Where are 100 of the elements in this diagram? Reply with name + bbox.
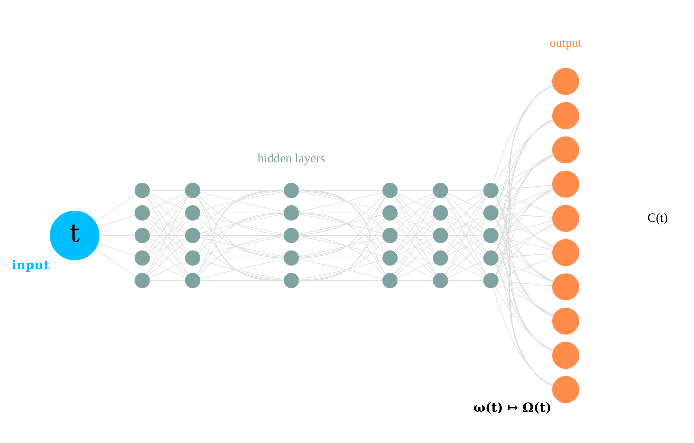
connector	[200, 234, 284, 236]
connector	[496, 218, 554, 282]
node-circle	[284, 250, 300, 266]
connector	[148, 216, 188, 254]
connector	[495, 196, 554, 318]
connector	[498, 184, 553, 190]
label: hidden layers	[258, 150, 326, 165]
node-circle	[552, 273, 580, 300]
connector	[149, 260, 186, 278]
connector	[397, 257, 434, 258]
connector	[149, 280, 186, 281]
node-circle	[284, 228, 300, 243]
connector	[149, 257, 186, 258]
connector	[149, 234, 186, 236]
node-circle	[284, 205, 300, 220]
connector	[200, 280, 284, 281]
connector	[495, 188, 554, 252]
connector	[495, 263, 554, 386]
node-circle: t	[50, 210, 100, 260]
node-label: input	[12, 256, 50, 272]
connector	[396, 192, 434, 210]
connector	[197, 190, 284, 252]
connector	[396, 216, 436, 254]
node-circle	[433, 272, 448, 288]
connector	[495, 154, 554, 230]
node-circle	[134, 250, 150, 266]
connector	[496, 189, 554, 232]
connector	[298, 196, 386, 258]
connector	[498, 212, 553, 218]
node-circle	[134, 228, 150, 243]
connector	[448, 212, 484, 214]
connector	[496, 119, 554, 275]
label: C(t)	[648, 210, 668, 224]
connector	[98, 214, 136, 228]
connector	[444, 196, 488, 275]
node-circle	[134, 182, 150, 198]
connector	[298, 212, 386, 275]
connector	[498, 188, 554, 211]
connector	[495, 120, 554, 184]
node-circle	[185, 272, 201, 288]
connector	[496, 262, 554, 316]
node-circle	[185, 182, 201, 198]
connector	[495, 119, 554, 230]
node-circle	[134, 205, 150, 220]
connector	[497, 216, 555, 247]
connector	[148, 194, 188, 232]
connector	[448, 257, 484, 258]
connector	[396, 239, 436, 276]
node-circle	[382, 182, 398, 198]
connector	[495, 240, 554, 352]
connector	[396, 215, 434, 233]
connector	[496, 154, 554, 208]
connector	[495, 188, 554, 275]
connector	[497, 283, 555, 316]
connector	[447, 215, 485, 233]
node-circle	[382, 272, 398, 288]
node-circle	[552, 204, 580, 232]
connector	[493, 85, 554, 184]
node-circle	[185, 228, 201, 243]
connector	[197, 212, 284, 275]
node-circle	[484, 205, 499, 220]
connector	[498, 220, 554, 234]
node-circle	[484, 228, 499, 243]
connector	[497, 155, 555, 188]
connector	[494, 263, 554, 351]
node-circle	[134, 272, 150, 288]
node-label: ω(t) ↦ Ω(t)	[474, 400, 552, 415]
connector	[396, 238, 434, 256]
connector	[498, 192, 554, 214]
connector	[446, 216, 486, 254]
connector	[397, 280, 434, 281]
label: output	[550, 36, 582, 50]
node-circle	[552, 170, 580, 198]
connector	[298, 218, 386, 281]
node-circle	[552, 376, 580, 403]
connector	[445, 218, 487, 276]
node-circle	[185, 250, 201, 266]
connector	[493, 286, 554, 386]
connector	[495, 84, 554, 208]
connector	[448, 280, 484, 281]
connector	[149, 212, 186, 214]
node-circle	[433, 228, 448, 243]
connector	[447, 192, 485, 210]
connector	[495, 240, 554, 316]
connector	[498, 260, 554, 282]
connector	[448, 234, 484, 236]
connector	[298, 280, 384, 281]
connector	[99, 234, 136, 236]
node-circle	[382, 228, 398, 243]
connector	[495, 196, 554, 282]
connector	[446, 239, 486, 276]
connector	[298, 234, 384, 236]
connector	[495, 154, 554, 252]
node-circle	[382, 205, 398, 220]
connector	[494, 120, 554, 208]
connector	[394, 196, 437, 275]
node-circle	[484, 272, 499, 288]
connector	[495, 218, 554, 352]
node-circle	[185, 205, 201, 220]
connector	[397, 212, 434, 214]
